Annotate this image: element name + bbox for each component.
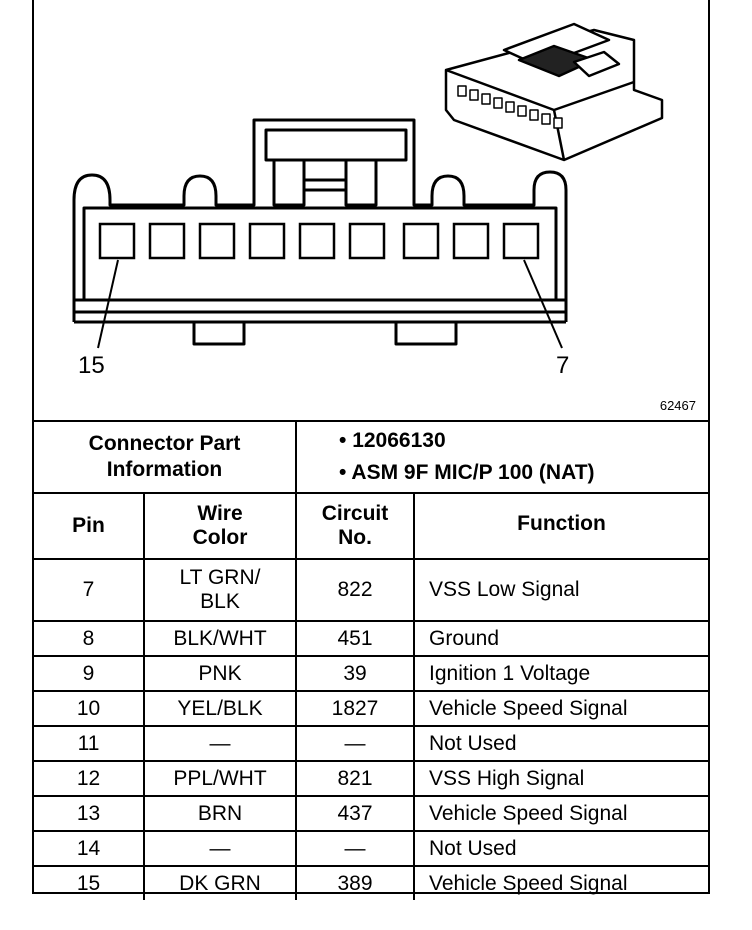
function-cell: Vehicle Speed Signal (412, 795, 709, 832)
table-row: 7 LT GRN/ BLK 822 VSS Low Signal (34, 558, 709, 622)
cavity-10 (348, 222, 386, 260)
wire-color-cell: — (143, 830, 297, 867)
table-row: 10 YEL/BLK 1827 Vehicle Speed Signal (34, 690, 709, 727)
table-row: 13 BRN 437 Vehicle Speed Signal (34, 795, 709, 832)
wire-color-cell: PNK (143, 655, 297, 692)
pin-cell: 7 (34, 558, 145, 622)
header-wire-color: Wire Color (143, 492, 297, 560)
table-row: 15 DK GRN 389 Vehicle Speed Signal (34, 865, 709, 900)
table-row: 11 — — Not Used (34, 725, 709, 762)
leader-line-7 (523, 259, 563, 349)
cavity-15 (98, 222, 136, 260)
header-circuit-line1: Circuit (321, 502, 389, 525)
function-cell: VSS Low Signal (412, 558, 709, 622)
connector-part-label-line2: Information (106, 458, 223, 481)
circuit-cell: 1827 (295, 690, 415, 727)
table-row: 12 PPL/WHT 821 VSS High Signal (34, 760, 709, 797)
connector-info-table: Connector Part Information 12066130 ASM … (34, 420, 709, 900)
pin-cavities (98, 222, 540, 260)
connector-part-label-line1: Connector Part (88, 432, 241, 455)
cavity-11 (298, 222, 336, 260)
connector-sheet: 15 7 62467 Connector Part Information 12… (32, 0, 710, 900)
table-row: 8 BLK/WHT 451 Ground (34, 620, 709, 657)
callout-pin-7: 7 (556, 352, 570, 379)
cavity-12 (248, 222, 286, 260)
function-cell: VSS High Signal (412, 760, 709, 797)
wire-color-cell: LT GRN/ BLK (143, 558, 297, 622)
circuit-cell: — (295, 830, 415, 867)
function-cell: Not Used (412, 830, 709, 867)
wire-color-cell: PPL/WHT (143, 760, 297, 797)
pin-cell: 9 (34, 655, 145, 692)
circuit-cell: — (295, 725, 415, 762)
wire-color-cell: BLK/WHT (143, 620, 297, 657)
pin-cell: 12 (34, 760, 145, 797)
callout-pin-15: 15 (78, 352, 105, 379)
pin-cell: 14 (34, 830, 145, 867)
table-row: 14 — — Not Used (34, 830, 709, 867)
header-wire-color-line1: Wire (197, 502, 243, 525)
function-cell: Ignition 1 Voltage (412, 655, 709, 692)
wire-color-line1: LT GRN/ (179, 566, 261, 589)
leader-line-15 (97, 259, 119, 349)
header-wire-color-line2: Color (192, 526, 248, 549)
cavity-8 (452, 222, 490, 260)
cavity-13 (198, 222, 236, 260)
cavity-9 (402, 222, 440, 260)
circuit-cell: 437 (295, 795, 415, 832)
table-row: 9 PNK 39 Ignition 1 Voltage (34, 655, 709, 692)
function-cell: Vehicle Speed Signal (412, 690, 709, 727)
connector-part-row: Connector Part Information 12066130 ASM … (34, 420, 709, 494)
header-function: Function (412, 492, 709, 560)
pin-cell: 10 (34, 690, 145, 727)
part-number: 12066130 (339, 425, 708, 457)
cavity-7 (502, 222, 540, 260)
circuit-cell: 389 (295, 865, 415, 900)
circuit-cell: 822 (295, 558, 415, 622)
connector-face-outline (72, 118, 568, 314)
pin-cell: 15 (34, 865, 145, 900)
wire-color-cell: — (143, 725, 297, 762)
pin-cell: 8 (34, 620, 145, 657)
header-circuit: Circuit No. (295, 492, 415, 560)
function-cell: Ground (412, 620, 709, 657)
circuit-cell: 451 (295, 620, 415, 657)
circuit-cell: 821 (295, 760, 415, 797)
connector-3d-view (444, 22, 664, 162)
connector-part-label: Connector Part Information (34, 420, 297, 494)
connector-drawing (72, 22, 664, 349)
wire-color-line2: BLK (200, 590, 240, 613)
function-cell: Vehicle Speed Signal (412, 865, 709, 900)
circuit-cell: 39 (295, 655, 415, 692)
pin-cell: 11 (34, 725, 145, 762)
part-description: ASM 9F MIC/P 100 (NAT) (339, 457, 708, 489)
pin-cell: 13 (34, 795, 145, 832)
header-pin: Pin (34, 492, 145, 560)
wire-color-cell: YEL/BLK (143, 690, 297, 727)
cavity-14 (148, 222, 186, 260)
function-cell: Not Used (412, 725, 709, 762)
column-header-row: Pin Wire Color Circuit No. Function (34, 492, 709, 560)
wire-color-cell: BRN (143, 795, 297, 832)
figure-number: 62467 (659, 398, 696, 413)
wire-color-cell: DK GRN (143, 865, 297, 900)
connector-part-list: 12066130 ASM 9F MIC/P 100 (NAT) (294, 420, 709, 494)
header-circuit-line2: No. (338, 526, 372, 549)
